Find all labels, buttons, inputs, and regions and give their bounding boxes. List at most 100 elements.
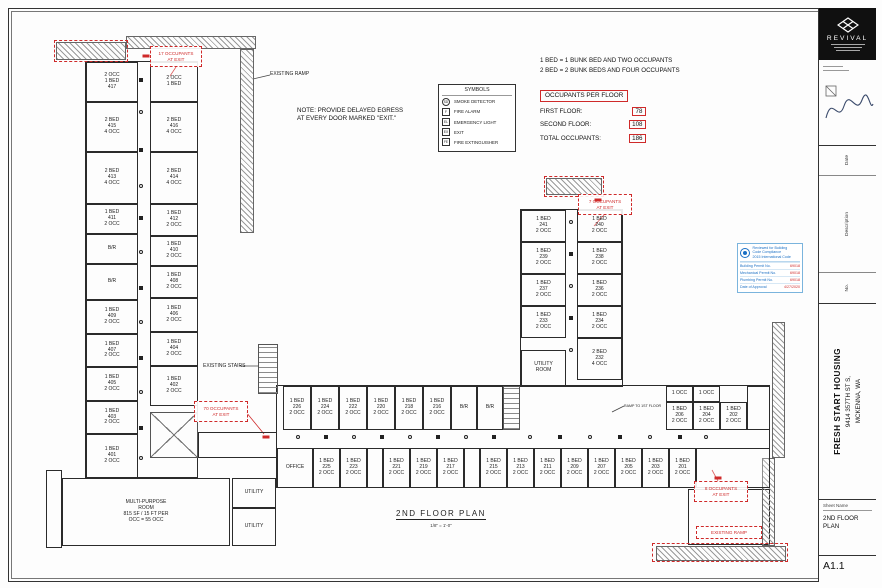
room-label: 226 [292,404,302,411]
occupants-row-label: FIRST FLOOR: [540,107,583,115]
room-label: 2 OCC [166,252,182,259]
room-label: 1 BED [317,398,333,405]
room-label: 1 BED [416,458,431,465]
room-label: 2 OCC [535,259,552,266]
room-label: 237 [539,286,548,293]
room-label: 1 BED [429,398,445,405]
room-label: 218 [404,404,414,411]
room-label: 2 OCC [166,316,182,323]
revision-table: Date Description No. [819,146,876,304]
room-label: 2 OCC [725,417,742,424]
room-label: 2 OCC [166,387,182,394]
room-label: 2 OCC [104,419,120,426]
room-label: 2 OCC [166,283,182,290]
emergency-light-icon [139,78,143,82]
emergency-light-icon [139,216,143,220]
room-label: 2 OCC [485,469,502,476]
room-label: 233 [539,318,548,325]
room-label: ROOM [138,505,154,512]
room-label: 209 [570,464,579,471]
room-label: 1 BED [648,458,663,465]
stamp-note-bar [823,66,843,67]
emergency-light-icon [558,435,562,439]
room-label: 213 [516,464,525,471]
legend-item: EX EXIT [442,128,512,137]
room-label: 1 BED [699,406,714,413]
room-label: 1 BED [672,406,687,413]
room-label: 1 BED [166,272,182,279]
room-label: 216 [432,404,442,411]
room-label: 1 BED [675,458,690,465]
room-label: 211 [543,464,552,471]
room-label: 2 OCC [698,417,715,424]
smoke-detector-icon [139,320,143,324]
room-label: 221 [392,464,401,471]
room-label: 1 BED [486,458,501,465]
stair-run [258,344,278,394]
stamp-row-label: Plumbing Permit No. [740,277,773,282]
symbols-legend: SYMBOLS SD SMOKE DETECTOR F FIRE ALARM E… [438,84,516,152]
occupants-per-floor-block: OCCUPANTS PER FLOOR FIRST FLOOR: 78 SECO… [540,84,646,143]
wing-outline [520,209,623,387]
revival-logo: REVIVAL [819,8,876,60]
smoke-detector-icon [528,435,532,439]
room-label: 2 OCC [373,409,389,416]
legend-title: SYMBOLS [442,87,512,96]
occupants-at-exit-annotation: EXISTING RAMP [696,526,762,539]
room-label: 2 BED [104,117,120,124]
room-label: UTILITY [244,489,264,496]
fire-extinguisher-icon: FE [442,138,450,147]
room-label: 1 BED [592,248,607,255]
plan-title: 2ND FLOOR PLAN [396,509,486,520]
room-label: 2 OCC [104,385,120,392]
smoke-detector-icon [139,110,143,114]
project-name: FRESH START HOUSING [833,348,842,455]
elevator-shaft [150,412,198,458]
room-label: 1 BED [319,458,334,465]
stamp-row-value: 69018 [790,270,800,275]
annotation-label: AT EXIT [596,204,614,210]
stamp-row-value: 69018 [790,277,800,282]
exit-icon: EX [442,128,450,137]
room-b-r: B/R [86,264,138,300]
emergency-light-icon [380,435,384,439]
sheet-name-label: Sheet Name [823,503,872,511]
room-label: MULTI-PURPOSE [125,499,167,506]
bed-occupancy-notes: 1 BED = 1 BUNK BED AND TWO OCCUPANTS 2 B… [540,56,680,75]
room-label: 2 OCC [620,469,637,476]
bed-note-line: 1 BED = 1 BUNK BED AND TWO OCCUPANTS [540,57,673,64]
room-label: 223 [349,464,358,471]
smoke-detector-icon [296,435,300,439]
room-label: 2 OCC [318,469,335,476]
emergency-light-icon [324,435,328,439]
room-label: UTILITY [534,361,553,368]
revision-header-no: No. [845,284,850,292]
emergency-light-icon [569,316,573,320]
room-label: 2 OCC [591,227,608,234]
stamp-row: Plumbing Permit No. 69018 [740,275,800,283]
smoke-detector-icon [139,184,143,188]
occupants-row-value: 108 [628,120,646,129]
room-label: 413 [107,174,117,181]
room-label: 2 OCC [166,350,182,357]
title-block: REVIVAL Date Description No. [818,8,876,582]
